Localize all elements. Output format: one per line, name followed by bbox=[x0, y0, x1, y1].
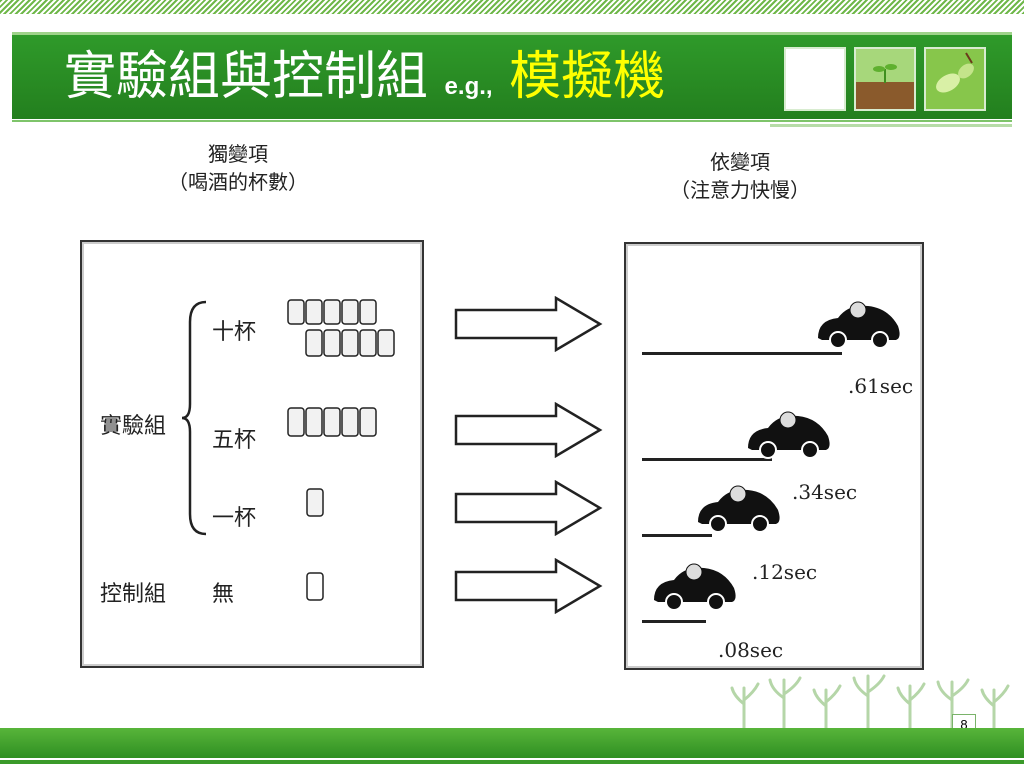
reaction-time-ten: .61sec bbox=[848, 374, 914, 398]
independent-variable-title: 獨變項 bbox=[208, 142, 268, 166]
row-label-five-cups: 五杯 bbox=[212, 428, 257, 453]
empty-cup-icon bbox=[306, 572, 324, 601]
row-label-none: 無 bbox=[212, 582, 235, 607]
dependent-variable-subtitle: （注意力快慢） bbox=[670, 178, 810, 202]
independent-variable-header: 獨變項 （喝酒的杯數） bbox=[138, 140, 338, 196]
car-icon bbox=[698, 485, 780, 533]
reaction-time-panel: .61sec .34sec .12sec .08sec bbox=[624, 242, 924, 670]
title-accent: 模擬機 bbox=[509, 47, 666, 107]
arrow-icon bbox=[454, 480, 603, 536]
title-underline-accent bbox=[770, 124, 1012, 127]
car-icon bbox=[818, 301, 900, 349]
one-can-icon bbox=[306, 488, 324, 517]
experimental-group-label: 實驗組 bbox=[100, 414, 167, 439]
road-line bbox=[642, 534, 712, 537]
dependent-variable-header: 依變項 （注意力快慢） bbox=[640, 148, 840, 204]
road-line bbox=[642, 352, 842, 355]
arrow-icon bbox=[454, 558, 603, 614]
slide-title: 實驗組與控制組 e.g., 模擬機 bbox=[64, 35, 665, 119]
ten-cans-icon bbox=[287, 299, 395, 357]
reaction-time-five: .34sec bbox=[792, 480, 858, 504]
top-stripe bbox=[0, 0, 1024, 14]
brace-icon bbox=[181, 300, 207, 536]
title-eg: e.g., bbox=[444, 73, 493, 100]
independent-variable-subtitle: （喝酒的杯數） bbox=[168, 170, 308, 194]
decor-thumbnail-sprout bbox=[854, 47, 916, 111]
reaction-time-one: .12sec bbox=[752, 560, 818, 584]
arrow-icon bbox=[454, 296, 603, 352]
road-line bbox=[642, 458, 772, 461]
five-cans-icon bbox=[287, 407, 377, 437]
title-bar: 實驗組與控制組 e.g., 模擬機 bbox=[12, 32, 1012, 119]
row-label-ten-cups: 十杯 bbox=[212, 320, 257, 345]
title-main: 實驗組與控制組 bbox=[64, 47, 429, 107]
plants-decoration-icon bbox=[730, 674, 1010, 728]
control-group-label: 控制組 bbox=[100, 582, 167, 607]
bottom-bar bbox=[0, 728, 1024, 758]
arrow-icon bbox=[454, 402, 603, 458]
bottom-line bbox=[0, 760, 1024, 764]
car-icon bbox=[654, 563, 736, 611]
decor-thumbnail-leaves bbox=[924, 47, 986, 111]
reaction-time-none: .08sec bbox=[718, 638, 784, 662]
groups-panel: 實驗組 十杯 五杯 一杯 控制組 無 bbox=[80, 240, 424, 668]
dependent-variable-title: 依變項 bbox=[710, 150, 770, 174]
road-line bbox=[642, 620, 706, 623]
leaf-icon bbox=[936, 52, 974, 93]
experiment-figure: 獨變項 （喝酒的杯數） 依變項 （注意力快慢） 實驗組 十杯 五杯 一杯 控制組… bbox=[78, 140, 924, 670]
title-underline bbox=[12, 120, 1012, 122]
car-icon bbox=[748, 411, 830, 459]
decor-thumbnail-blank bbox=[784, 47, 846, 111]
row-label-one-cup: 一杯 bbox=[212, 506, 257, 531]
sprout-icon bbox=[873, 64, 897, 83]
